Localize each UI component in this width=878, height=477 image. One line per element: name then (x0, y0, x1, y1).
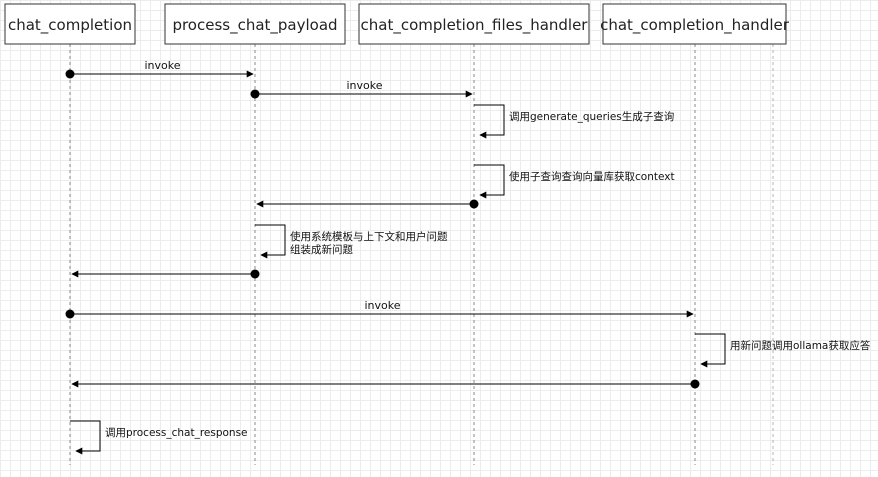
message-start-dot (250, 269, 260, 279)
message[interactable] (71, 379, 700, 389)
participant-label: chat_completion_handler (600, 16, 790, 35)
self-message-arrow (70, 420, 101, 455)
message-start-dot (65, 309, 75, 319)
message[interactable]: invoke (65, 299, 694, 319)
self-message-arrow (474, 104, 505, 139)
participant-box (4, 3, 136, 45)
self-message-arrow (255, 224, 286, 259)
participant-pcp[interactable]: process_chat_payload (164, 3, 346, 45)
self-message-label: 使用子查询查询向量库获取context (509, 170, 675, 183)
self-message[interactable]: 调用process_chat_response (70, 420, 248, 455)
self-message-label: 调用process_chat_response (105, 427, 248, 439)
participant-label: process_chat_payload (172, 16, 337, 35)
participant-cfh[interactable]: chat_completion_files_handler (358, 3, 590, 45)
message-label: invoke (144, 59, 180, 72)
message[interactable] (256, 199, 479, 209)
message-start-dot (690, 379, 700, 389)
self-message-label: 调用generate_queries生成子查询 (509, 110, 674, 123)
self-message-label: 用新问题调用ollama获取应答 (730, 339, 871, 352)
self-message-label: 使用系统模板与上下文和用户问题 (290, 230, 448, 243)
message[interactable] (71, 269, 260, 279)
participant-box (164, 3, 346, 45)
participant-box (602, 3, 787, 45)
participant-cch[interactable]: chat_completion_handler (600, 3, 790, 45)
self-message[interactable]: 调用generate_queries生成子查询 (474, 104, 674, 139)
message-label: invoke (346, 79, 382, 92)
self-message-arrow (695, 333, 726, 368)
participant-label: chat_completion_files_handler (361, 16, 589, 35)
message[interactable]: invoke (65, 59, 254, 79)
self-message-arrow (474, 164, 505, 199)
participant-label: chat_completion (8, 16, 132, 35)
message-label: invoke (364, 299, 400, 312)
message-start-dot (250, 89, 260, 99)
message[interactable]: invoke (250, 79, 473, 99)
message-start-dot (65, 69, 75, 79)
self-message[interactable]: 使用子查询查询向量库获取context (474, 164, 675, 199)
participant-cc[interactable]: chat_completion (4, 3, 136, 45)
participant-box (358, 3, 590, 45)
self-message[interactable]: 用新问题调用ollama获取应答 (695, 333, 871, 368)
self-message-label: 组装成新问题 (290, 243, 353, 256)
message-start-dot (469, 199, 479, 209)
